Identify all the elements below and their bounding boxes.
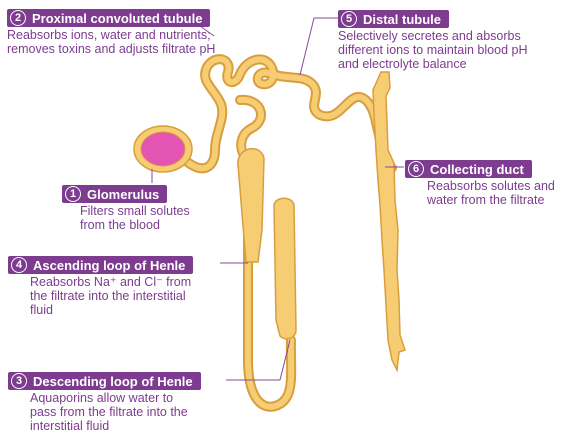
- collecting-duct: [373, 72, 405, 370]
- callout-number: 2: [10, 10, 26, 26]
- callout-title: Descending loop of Henle: [33, 374, 193, 389]
- callout-collecting-duct: 6 Collecting duct Reabsorbs solutes and …: [405, 159, 555, 207]
- callout-title: Proximal convoluted tubule: [32, 11, 202, 26]
- callout-number: 3: [11, 373, 27, 389]
- callout-description: Aquaporins allow water to pass from the …: [30, 391, 201, 433]
- callout-ascending-loop: 4 Ascending loop of Henle Reabsorbs Na⁺ …: [8, 255, 193, 317]
- leader-line-distal-2: [300, 18, 314, 75]
- callout-distal-tubule: 5 Distal tubule Selectively secretes and…: [338, 9, 527, 71]
- callout-description: Selectively secretes and absorbs differe…: [338, 29, 527, 71]
- callout-description: Reabsorbs ions, water and nutrients; rem…: [7, 28, 215, 56]
- callout-ascending-loop-header: 4 Ascending loop of Henle: [8, 256, 193, 274]
- callout-number: 4: [11, 257, 27, 273]
- callout-distal-tubule-header: 5 Distal tubule: [338, 10, 449, 28]
- callout-description: Reabsorbs Na⁺ and Cl⁻ from the filtrate …: [30, 275, 193, 317]
- callout-title: Glomerulus: [87, 187, 159, 202]
- glomerulus-capillaries: [141, 132, 185, 166]
- callout-glomerulus: 1 Glomerulus Filters small solutes from …: [62, 184, 190, 232]
- callout-descending-loop-header: 3 Descending loop of Henle: [8, 372, 201, 390]
- callout-title: Distal tubule: [363, 12, 441, 27]
- descending-limb: [274, 198, 296, 339]
- ascending-thick-segment: [238, 149, 264, 262]
- callout-description: Filters small solutes from the blood: [80, 204, 190, 232]
- callout-description: Reabsorbs solutes and water from the fil…: [427, 179, 555, 207]
- callout-collecting-duct-header: 6 Collecting duct: [405, 160, 532, 178]
- callout-descending-loop: 3 Descending loop of Henle Aquaporins al…: [8, 371, 201, 433]
- callout-proximal-tubule: 2 Proximal convoluted tubule Reabsorbs i…: [7, 8, 215, 56]
- callout-glomerulus-header: 1 Glomerulus: [62, 185, 167, 203]
- callout-title: Collecting duct: [430, 162, 524, 177]
- callout-number: 5: [341, 11, 357, 27]
- convoluted-tubule: [183, 59, 392, 168]
- callout-title: Ascending loop of Henle: [33, 258, 185, 273]
- callout-proximal-tubule-header: 2 Proximal convoluted tubule: [7, 9, 210, 27]
- callout-number: 6: [408, 161, 424, 177]
- callout-number: 1: [65, 186, 81, 202]
